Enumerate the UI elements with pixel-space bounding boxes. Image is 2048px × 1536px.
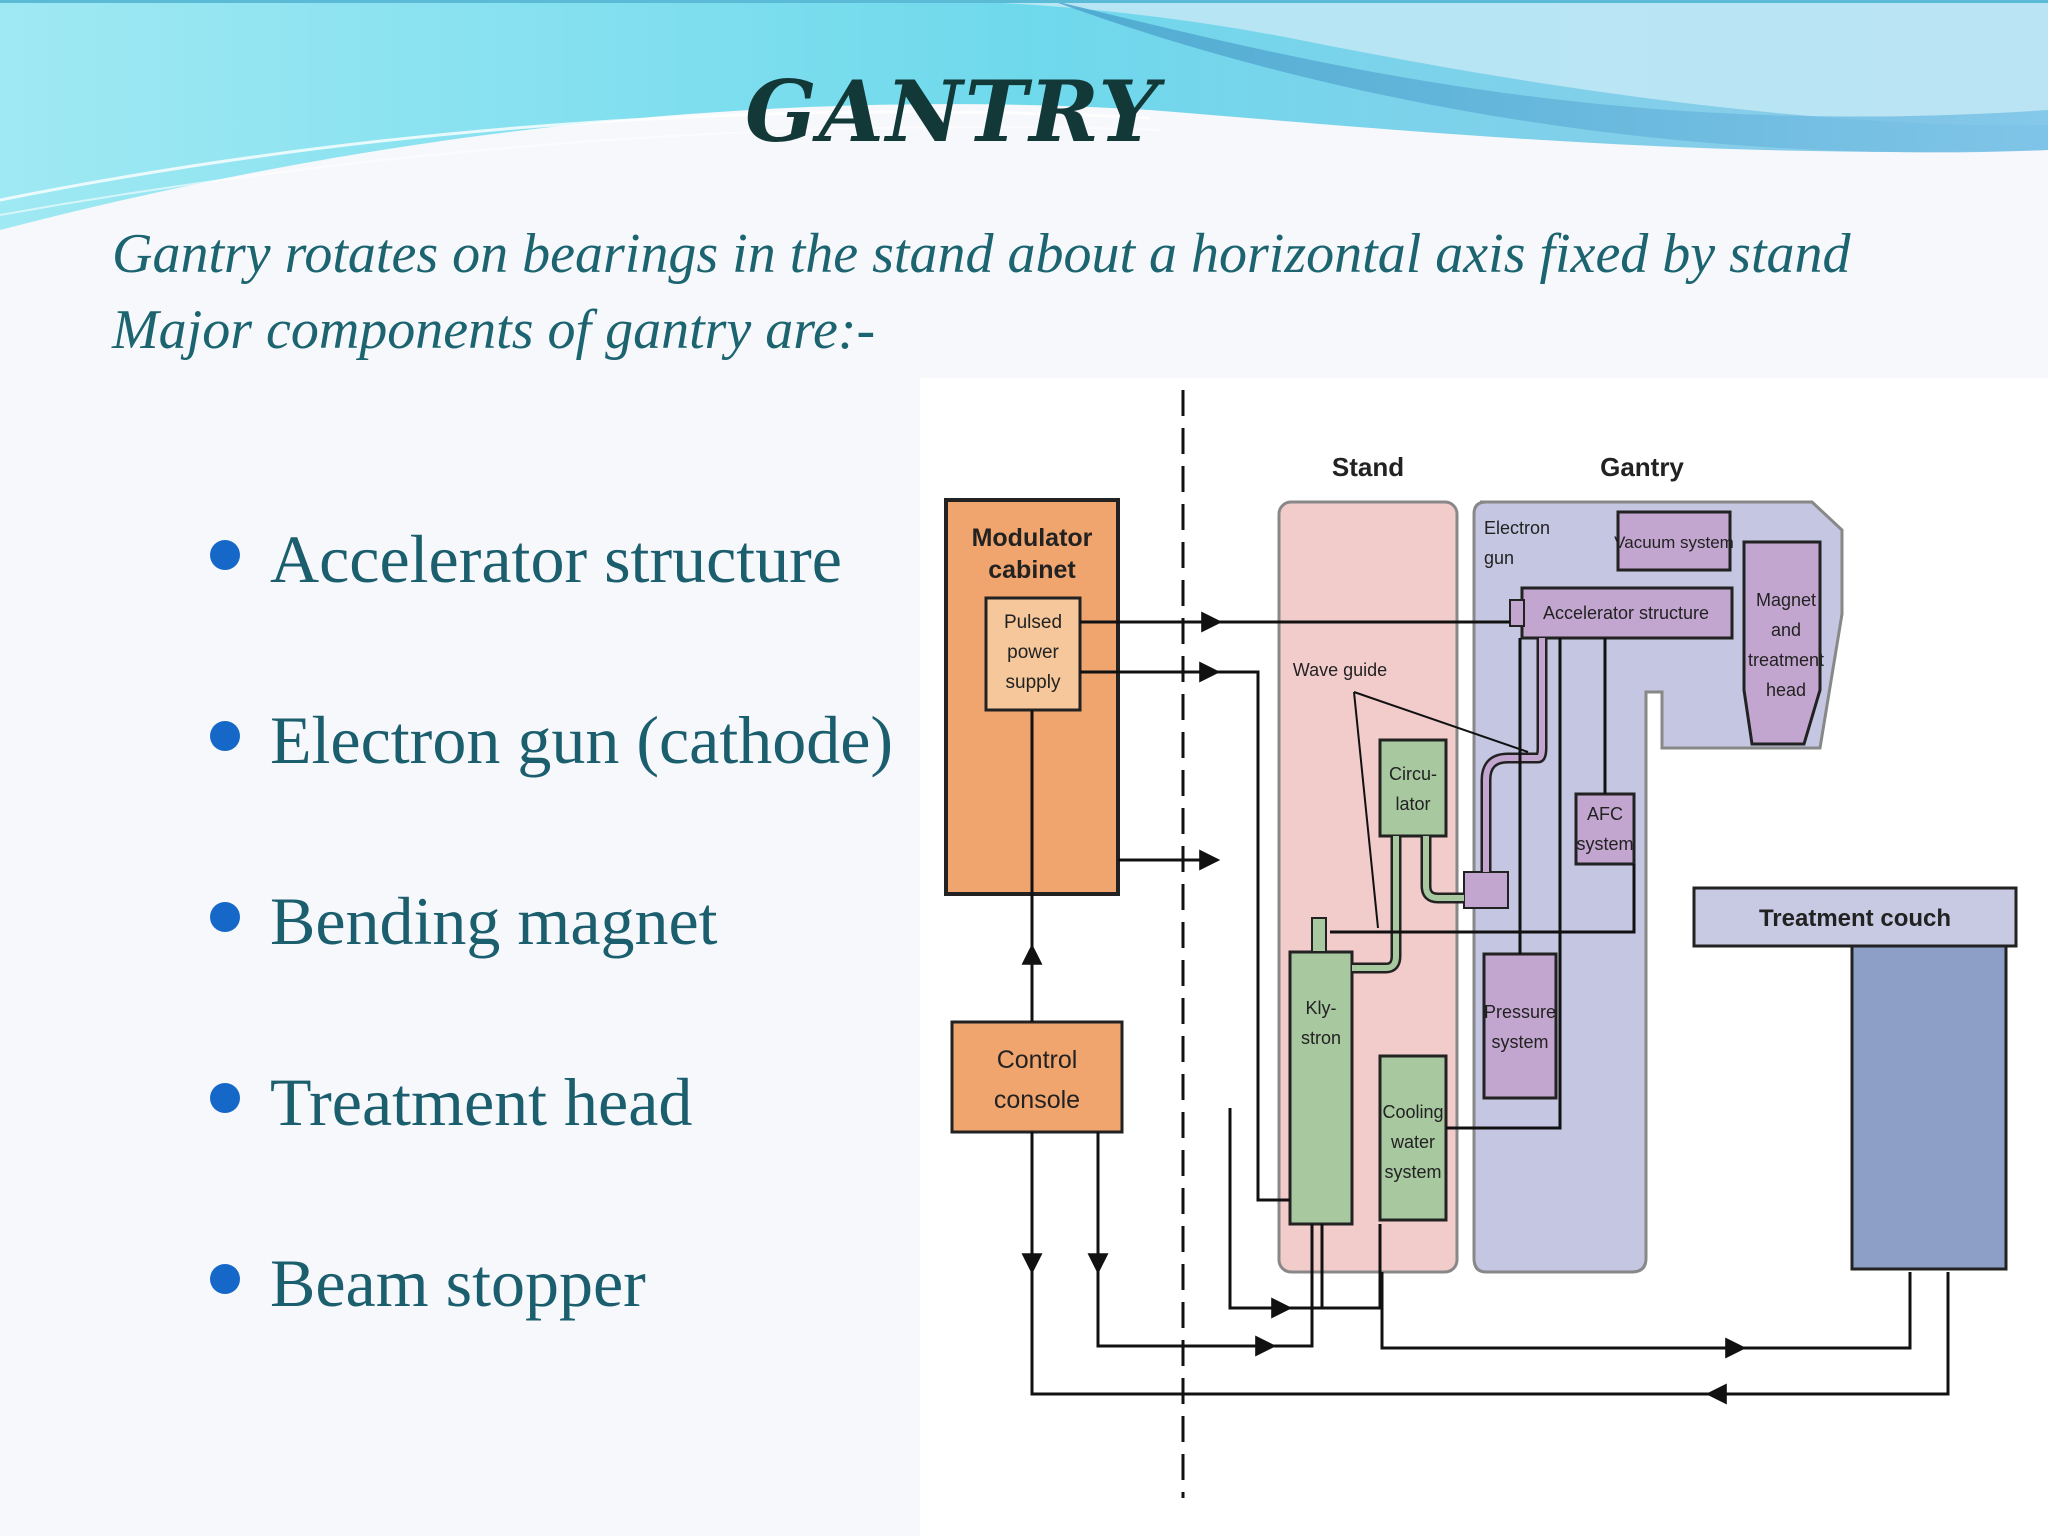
vacuum-system-box — [1616, 510, 1732, 572]
cooling-water-system-label: system — [1384, 1162, 1441, 1182]
wave-guide-label: Wave guide — [1293, 660, 1387, 680]
cooling-water-system-box — [1378, 1054, 1448, 1222]
slide-subtitle: Gantry rotates on bearings in the stand … — [112, 223, 1851, 285]
magnet-treatment-head-label: treatment — [1748, 650, 1824, 670]
control-console-label: console — [994, 1086, 1080, 1114]
bullet-dot-icon — [210, 902, 240, 932]
cooling-water-system-label: Cooling — [1382, 1102, 1443, 1122]
vacuum-system-label: Vacuum system — [1614, 533, 1734, 552]
electron-gun-label: gun — [1484, 548, 1514, 568]
pulsed-power-supply-label: Pulsed — [1004, 612, 1062, 633]
pressure-system-box — [1482, 952, 1558, 1100]
list-item-label: Beam stopper — [270, 1245, 646, 1321]
pressure-system-label: Pressure — [1484, 1002, 1556, 1022]
bullet-dot-icon — [210, 1083, 240, 1113]
list-item-label: Bending magnet — [270, 883, 718, 959]
circulator-label: lator — [1395, 794, 1430, 814]
klystron-box — [1288, 950, 1354, 1226]
modulator-cabinet-label: cabinet — [988, 556, 1076, 584]
modulator-cabinet-label: Modulator — [972, 524, 1093, 552]
treatment-couch-leg — [1850, 944, 2008, 1271]
pulsed-power-supply-box — [984, 596, 1082, 712]
bullet-dot-icon — [210, 540, 240, 570]
magnet-treatment-head-box — [1742, 540, 1822, 746]
stand-label: Stand — [1332, 452, 1404, 482]
afc-system-label: system — [1576, 834, 1633, 854]
pulsed-power-supply-label: supply — [1006, 672, 1061, 693]
magnet-treatment-head-label: and — [1771, 620, 1801, 640]
magnet-treatment-head-label: Magnet — [1756, 590, 1816, 610]
klystron-cap — [1311, 917, 1327, 953]
treatment-couch-label: Treatment couch — [1759, 905, 1951, 932]
header-wave-banner — [0, 0, 2048, 230]
klystron-label: Kly- — [1306, 998, 1337, 1018]
slide-title: GANTRY — [745, 62, 1161, 161]
bullet-dot-icon — [210, 1264, 240, 1294]
electron-gun-box — [1509, 599, 1525, 627]
linac-block-diagram: Stand Gantry Modulator cabinet Pulsed po… — [920, 378, 2048, 1536]
afc-system-box — [1574, 792, 1636, 866]
circulator-box — [1378, 738, 1448, 838]
magnet-treatment-head-label: head — [1766, 680, 1806, 700]
accelerator-structure-label: Accelerator structure — [1543, 603, 1709, 623]
waveguide-load — [1463, 871, 1509, 909]
electron-gun-label: Electron — [1484, 518, 1550, 538]
list-item-label: Electron gun (cathode) — [270, 702, 894, 778]
slide-subtitle-intro: Major components of gantry are:- — [112, 299, 876, 361]
cooling-water-system-label: water — [1390, 1132, 1435, 1152]
list-item-label: Treatment head — [270, 1064, 693, 1140]
accelerator-structure-box — [1520, 586, 1734, 640]
afc-system-label: AFC — [1587, 804, 1623, 824]
circulator-label: Circu- — [1389, 764, 1437, 784]
control-console-label: Control — [997, 1046, 1078, 1074]
list-item-label: Accelerator structure — [270, 521, 842, 597]
control-console-box — [950, 1020, 1124, 1134]
bullet-dot-icon — [210, 721, 240, 751]
pressure-system-label: system — [1491, 1032, 1548, 1052]
pulsed-power-supply-label: power — [1007, 642, 1059, 663]
klystron-label: stron — [1301, 1028, 1341, 1048]
gantry-label: Gantry — [1600, 452, 1684, 482]
